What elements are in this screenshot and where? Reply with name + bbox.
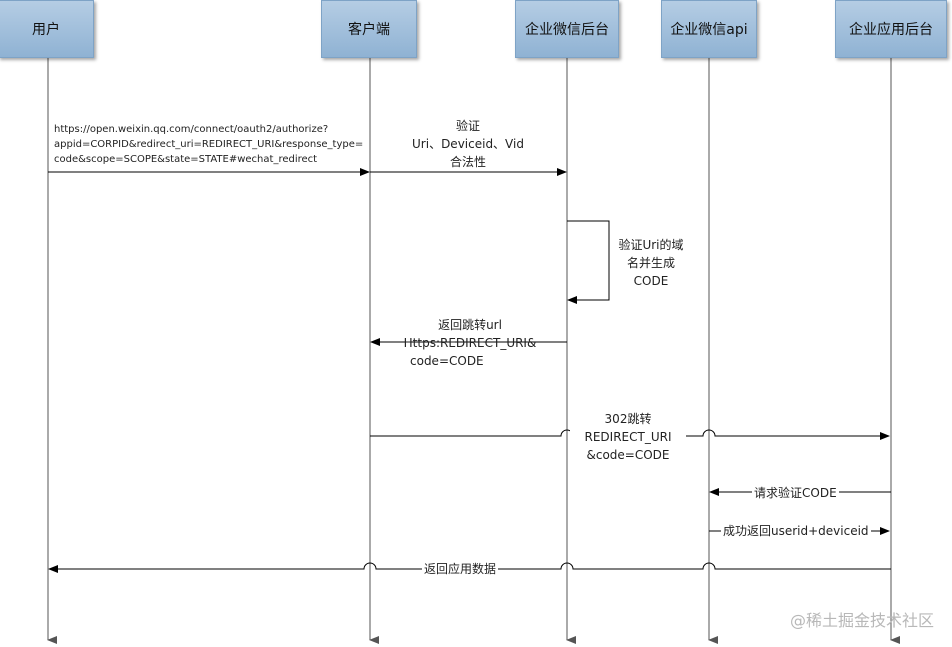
actor-app-backend: 企业应用后台 <box>835 0 947 58</box>
label-line: Https:REDIRECT_URI& <box>403 336 537 350</box>
label-return-app-data: 返回应用数据 <box>422 560 499 578</box>
label-return-redirect: 返回跳转url Https:REDIRECT_URI& code=CODE <box>396 316 544 370</box>
actor-client: 客户端 <box>321 0 417 58</box>
label-line: 名并生成 <box>626 256 675 270</box>
label-line: 302跳转 <box>604 412 652 426</box>
label-generate-code: 验证Uri的域 名并生成 CODE <box>605 236 697 290</box>
lifelines <box>47 58 900 644</box>
actor-label: 企业微信后台 <box>525 22 609 38</box>
label-return-userid: 成功返回userid+deviceid <box>721 522 871 540</box>
actor-wecom-backend: 企业微信后台 <box>515 0 619 58</box>
label-line: 验证 <box>455 119 480 133</box>
message-arrow-self-generate-code <box>567 220 610 304</box>
label-line: 验证Uri的域 <box>618 238 684 252</box>
label-request-validate-code: 请求验证CODE <box>752 484 839 502</box>
actor-wecom-api: 企业微信api <box>661 0 757 58</box>
label-line: REDIRECT_URI <box>570 428 686 446</box>
label-line: Uri、Deviceid、Vid <box>412 137 524 151</box>
label-line: &code=CODE <box>586 448 670 462</box>
label-line: appid=CORPID&redirect_uri=REDIRECT_URI&r… <box>54 139 364 150</box>
label-line: https://open.weixin.qq.com/connect/oauth… <box>54 124 329 135</box>
messages <box>48 168 891 573</box>
label-line: 合法性 <box>449 155 486 169</box>
actor-label: 企业微信api <box>670 22 748 38</box>
label-authorize-url: https://open.weixin.qq.com/connect/oauth… <box>54 122 363 167</box>
label-line: 返回跳转url <box>438 318 502 332</box>
label-302-redirect: 302跳转 REDIRECT_URI &code=CODE <box>570 410 686 464</box>
label-line: CODE <box>633 274 669 288</box>
message-arrow-return-app-data <box>48 562 891 573</box>
label-line: code=CODE <box>410 354 484 368</box>
label-validate: 验证 Uri、Deviceid、Vid 合法性 <box>398 117 538 171</box>
label-line: code&scope=SCOPE&state=STATE#wechat_redi… <box>54 154 318 165</box>
watermark: @稀土掘金技术社区 <box>789 611 934 630</box>
actor-user: 用户 <box>0 0 94 58</box>
actor-label: 企业应用后台 <box>849 22 933 38</box>
actor-label: 用户 <box>32 22 60 38</box>
actor-label: 客户端 <box>348 22 390 38</box>
